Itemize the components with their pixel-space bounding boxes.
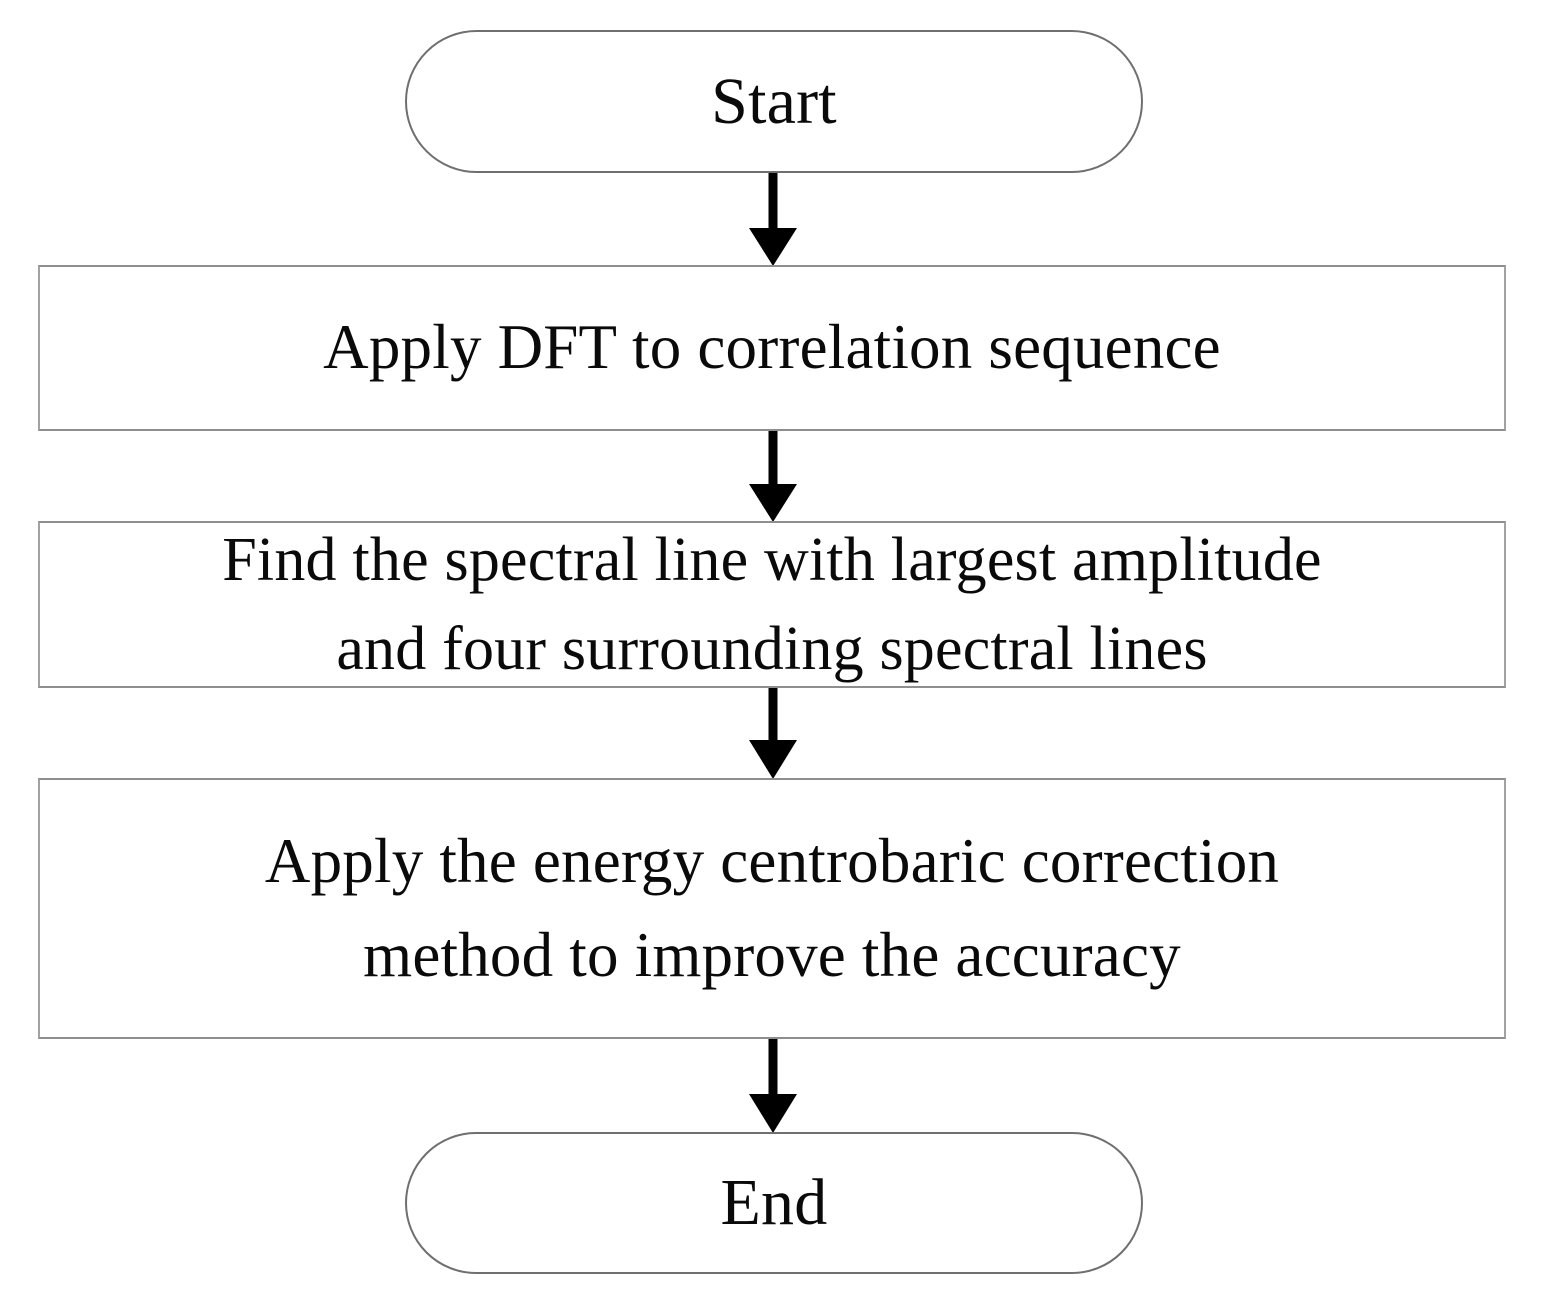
node-energy-centrobaric-correction[interactable]: Apply the energy centrobaric correction … bbox=[38, 778, 1506, 1039]
node-energy-centrobaric-correction-label: Apply the energy centrobaric correction … bbox=[264, 826, 1280, 990]
node-find-spectral-line[interactable]: Find the spectral line with largest ampl… bbox=[38, 521, 1506, 688]
node-end[interactable]: End bbox=[405, 1132, 1143, 1274]
node-end-label: End bbox=[720, 1166, 828, 1240]
connector-correct-to-end bbox=[749, 1039, 797, 1133]
connector-start-to-dft bbox=[749, 173, 797, 266]
node-find-spectral-line-label: Find the spectral line with largest ampl… bbox=[222, 526, 1322, 683]
node-start-label: Start bbox=[711, 64, 837, 138]
connector-dft-to-find bbox=[749, 431, 797, 522]
node-apply-dft[interactable]: Apply DFT to correlation sequence bbox=[38, 265, 1506, 431]
node-apply-dft-label: Apply DFT to correlation sequence bbox=[323, 312, 1221, 383]
node-start[interactable]: Start bbox=[405, 30, 1143, 173]
connector-find-to-correct bbox=[749, 688, 797, 779]
